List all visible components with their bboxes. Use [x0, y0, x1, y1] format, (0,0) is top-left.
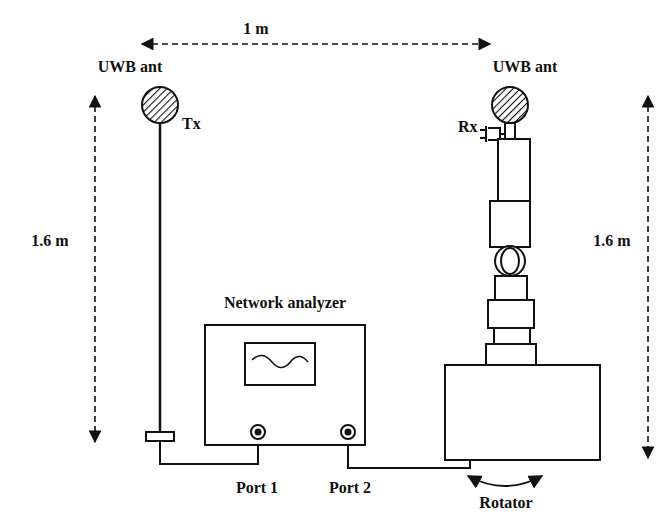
robot-arm — [486, 344, 536, 365]
tx-antenna — [159, 123, 162, 432]
dimension-label: 1 m — [243, 20, 268, 38]
rotator-arrow — [468, 476, 542, 486]
tx-antenna — [142, 87, 178, 441]
robot-arm — [505, 123, 515, 139]
robot-arm — [490, 201, 530, 247]
network-analyzer — [245, 343, 315, 385]
dimension-label: 1.6 m — [31, 232, 68, 250]
coax-cable — [348, 445, 470, 468]
robot-arm — [501, 248, 519, 274]
role-label: Rx — [458, 118, 478, 136]
rotator-arrow — [468, 476, 542, 486]
network-analyzer — [256, 430, 261, 435]
width-dimension — [142, 43, 490, 45]
robot-arm — [498, 139, 530, 201]
robot-arm — [445, 87, 600, 460]
network-analyzer — [346, 430, 351, 435]
device-label: Network analyzer — [224, 294, 346, 312]
robot-arm — [480, 126, 486, 142]
port-label: Port 2 — [329, 479, 371, 497]
dimension-label: 1.6 m — [593, 232, 630, 250]
device-label: UWB ant — [98, 58, 162, 76]
port-label: Port 1 — [236, 479, 278, 497]
robot-arm — [445, 365, 600, 460]
network-analyzer — [251, 425, 265, 439]
antenna-node: UWB antRx — [440, 58, 605, 460]
network-analyzer — [205, 325, 365, 445]
role-label: Tx — [182, 115, 201, 133]
height-dimension — [647, 96, 649, 458]
robot-arm — [495, 246, 525, 276]
robot-arm — [495, 276, 527, 300]
tx-antenna — [142, 87, 178, 123]
robot-arm — [494, 328, 530, 344]
network-analyzer — [341, 425, 355, 439]
height-dimension — [94, 96, 96, 442]
device-label: UWB ant — [493, 58, 557, 76]
antenna-node: UWB antTx — [100, 58, 210, 442]
robot-arm — [492, 87, 528, 123]
coax-cable — [160, 442, 258, 464]
rotator-label: Rotator — [479, 494, 532, 512]
tx-antenna — [146, 432, 174, 441]
analyzer-node: Network analyzer — [200, 290, 370, 445]
robot-arm — [488, 300, 534, 328]
network-analyzer — [252, 355, 308, 367]
network-analyzer — [205, 325, 365, 445]
